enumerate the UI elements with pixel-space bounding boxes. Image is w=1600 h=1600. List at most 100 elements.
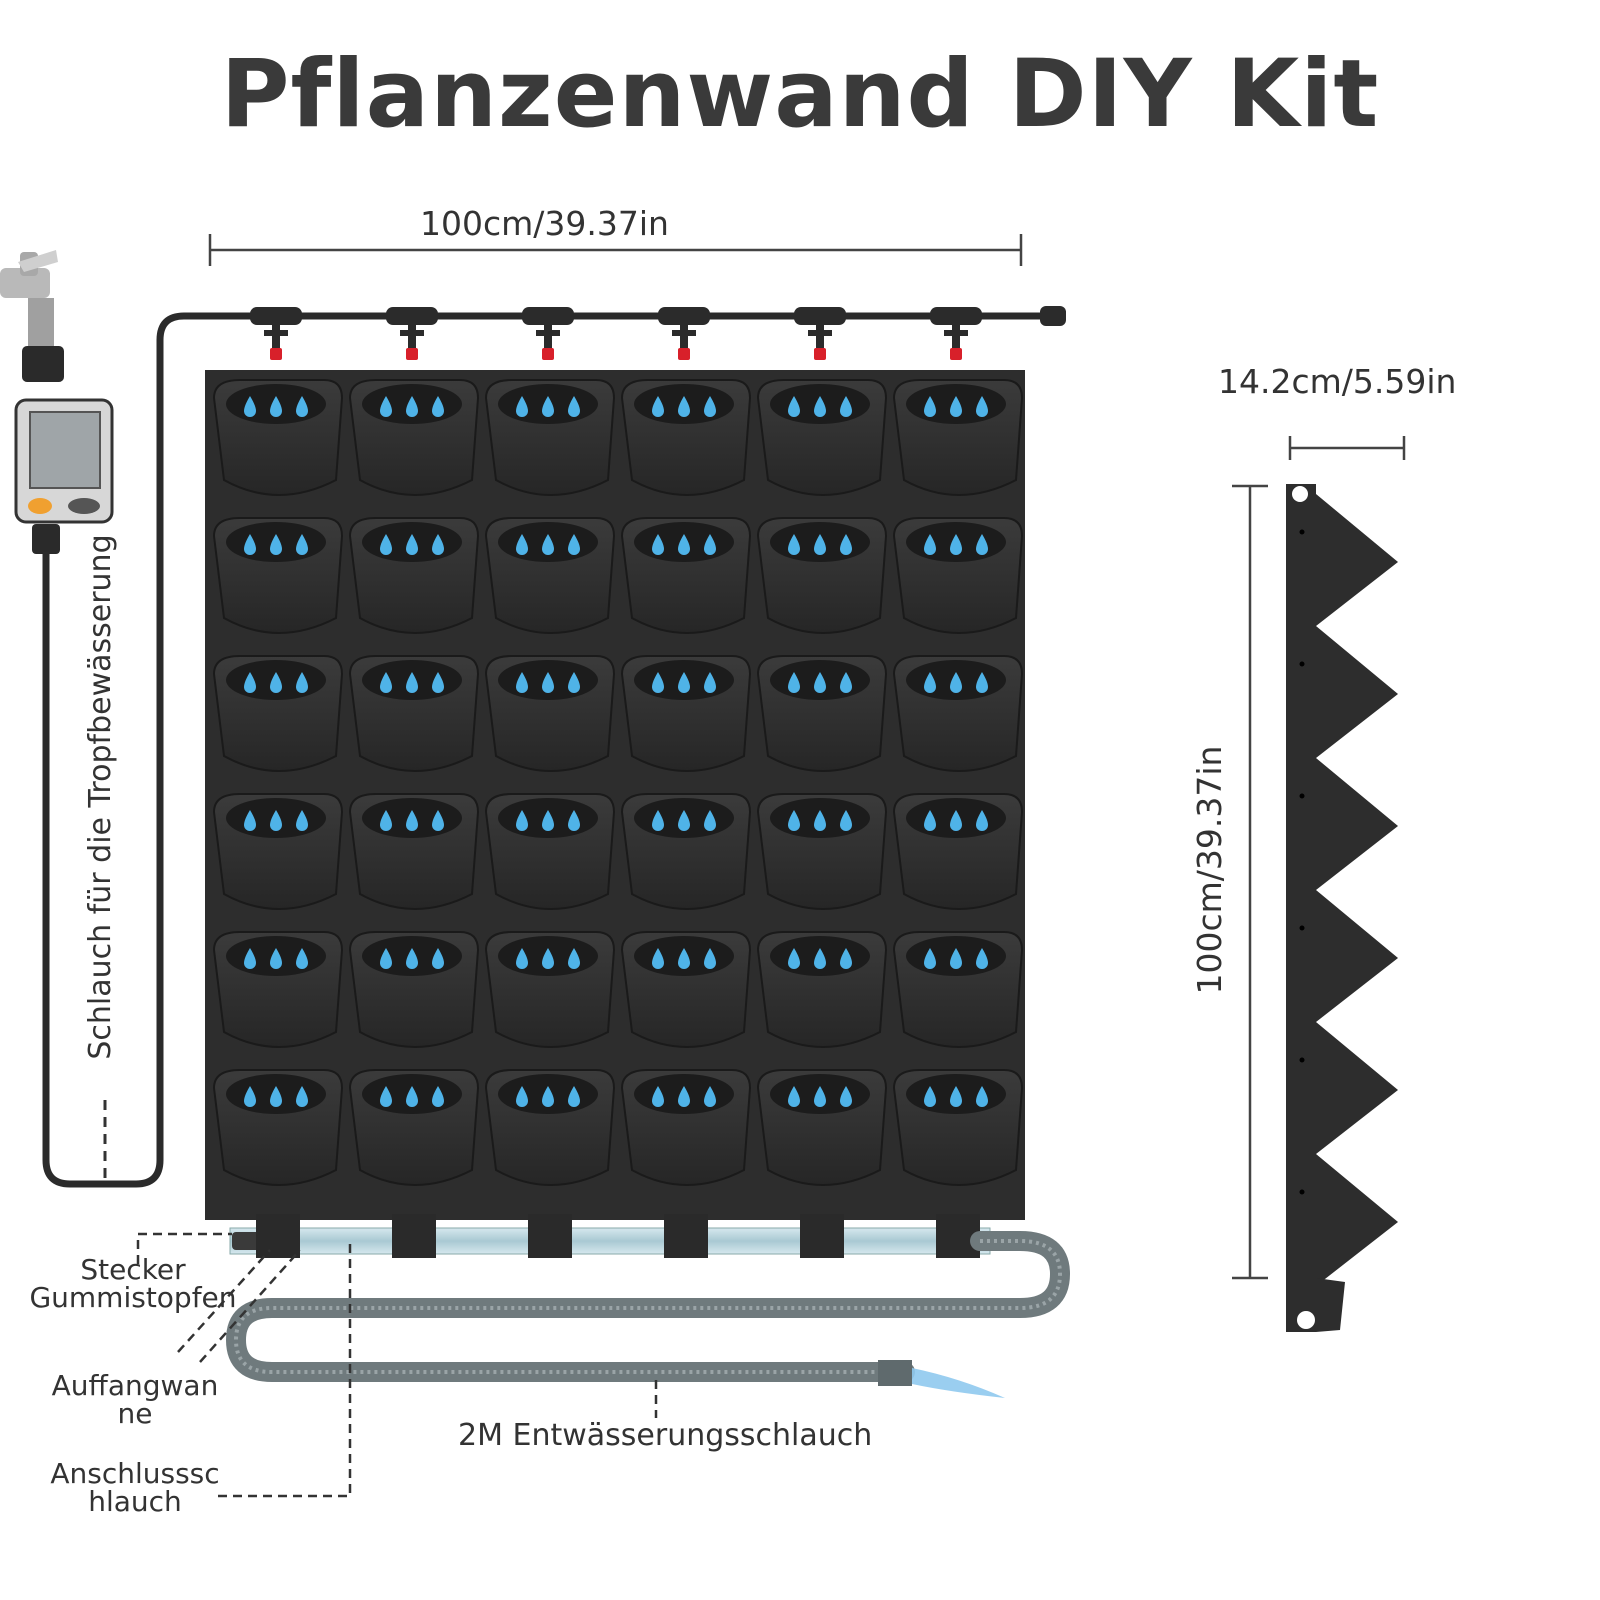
water-drop-icon	[788, 396, 800, 417]
water-drop-icon	[788, 1086, 800, 1107]
water-drop-icon	[652, 810, 664, 831]
module-width-dimension-line	[1288, 436, 1406, 460]
plug-label-line-2: Gummistopfen	[29, 1281, 237, 1314]
water-drop-icon	[678, 534, 690, 555]
water-drop-icon	[244, 810, 256, 831]
wall-width-label: 100cm/39.37in	[420, 204, 669, 243]
water-drop-icon	[788, 948, 800, 969]
planter-pocket	[756, 517, 888, 634]
water-drop-icon	[516, 810, 528, 831]
water-drop-icon	[542, 1086, 554, 1107]
water-drop-icon	[542, 534, 554, 555]
water-drop-icon	[432, 672, 444, 693]
water-drop-icon	[704, 948, 716, 969]
planter-pocket	[620, 379, 752, 496]
tray-label: Auffangwan ne	[20, 1372, 250, 1428]
water-drop-icon	[568, 948, 580, 969]
planter-pocket	[484, 655, 616, 772]
water-drop-icon	[542, 948, 554, 969]
water-drop-icon	[244, 1086, 256, 1107]
water-drop-icon	[568, 396, 580, 417]
module-width-label: 14.2cm/5.59in	[1218, 362, 1457, 401]
water-drop-icon	[976, 1086, 988, 1107]
water-drop-icon	[814, 672, 826, 693]
connector-hose-label: Anschlusssc hlauch	[20, 1460, 250, 1516]
water-drop-icon	[296, 396, 308, 417]
water-drop-icon	[406, 948, 418, 969]
tray-label-line-2: ne	[117, 1397, 153, 1430]
collector-pipe	[229, 1227, 991, 1255]
label-leader-lines	[136, 1232, 658, 1498]
water-drop-icon	[788, 810, 800, 831]
planter-pocket	[892, 379, 1024, 496]
water-drop-icon	[516, 396, 528, 417]
planter-pocket	[348, 379, 480, 496]
planter-pocket	[756, 655, 888, 772]
water-drop-icon	[380, 1086, 392, 1107]
water-drop-icon	[270, 672, 282, 693]
water-drop-icon	[652, 534, 664, 555]
drip-valve	[658, 307, 710, 360]
water-drop-icon	[380, 672, 392, 693]
planter-pocket	[756, 1069, 888, 1186]
water-drop-icon	[432, 1086, 444, 1107]
water-drop-icon	[950, 948, 962, 969]
water-drop-icon	[678, 810, 690, 831]
water-drop-icon	[950, 534, 962, 555]
water-drop-icon	[568, 534, 580, 555]
planter-pocket	[892, 931, 1024, 1048]
water-drop-icon	[704, 396, 716, 417]
planter-pocket	[484, 1069, 616, 1186]
planter-pocket	[620, 793, 752, 910]
planter-pocket	[212, 655, 344, 772]
water-drop-icon	[950, 396, 962, 417]
profile-pocket	[1316, 758, 1398, 890]
planter-pocket	[756, 931, 888, 1048]
water-drop-icon	[924, 534, 936, 555]
profile-pocket	[1316, 1022, 1398, 1154]
page-title: Pflanzenwand DIY Kit	[220, 40, 1380, 149]
water-drop-icon	[296, 672, 308, 693]
planter-pocket	[484, 931, 616, 1048]
water-drop-icon	[432, 948, 444, 969]
water-drop-icon	[924, 1086, 936, 1107]
water-drop-icon	[406, 810, 418, 831]
water-drop-icon	[516, 948, 528, 969]
water-drop-icon	[270, 948, 282, 969]
water-drop-icon	[380, 948, 392, 969]
water-drop-icon	[270, 810, 282, 831]
water-drop-icon	[380, 396, 392, 417]
planter-pocket	[348, 793, 480, 910]
plant-wall-panel	[205, 370, 1025, 1220]
water-drop-icon	[432, 810, 444, 831]
water-drop-icon	[704, 810, 716, 831]
water-drop-icon	[432, 534, 444, 555]
water-drop-icon	[244, 948, 256, 969]
water-drop-icon	[406, 534, 418, 555]
planter-pocket	[484, 379, 616, 496]
water-drop-icon	[924, 810, 936, 831]
water-drop-icon	[950, 810, 962, 831]
planter-pocket	[212, 1069, 344, 1186]
water-drop-icon	[678, 948, 690, 969]
water-drop-icon	[814, 948, 826, 969]
planter-pocket	[620, 655, 752, 772]
planter-pocket	[348, 517, 480, 634]
water-drop-icon	[924, 396, 936, 417]
drain-stub	[528, 1214, 572, 1258]
planter-pocket	[212, 379, 344, 496]
planter-pocket	[620, 517, 752, 634]
tray-label-line-1: Auffangwan	[51, 1369, 219, 1402]
water-stream	[912, 1368, 1005, 1398]
water-drop-icon	[380, 534, 392, 555]
water-drop-icon	[516, 534, 528, 555]
drain-stub	[800, 1214, 844, 1258]
planter-pocket	[348, 1069, 480, 1186]
drip-valve	[250, 307, 302, 360]
profile-pocket	[1316, 1154, 1398, 1286]
water-drop-icon	[516, 1086, 528, 1107]
module-height-label: 100cm/39.37in	[1190, 745, 1229, 995]
water-drop-icon	[788, 672, 800, 693]
water-drop-icon	[814, 1086, 826, 1107]
water-drop-icon	[406, 672, 418, 693]
